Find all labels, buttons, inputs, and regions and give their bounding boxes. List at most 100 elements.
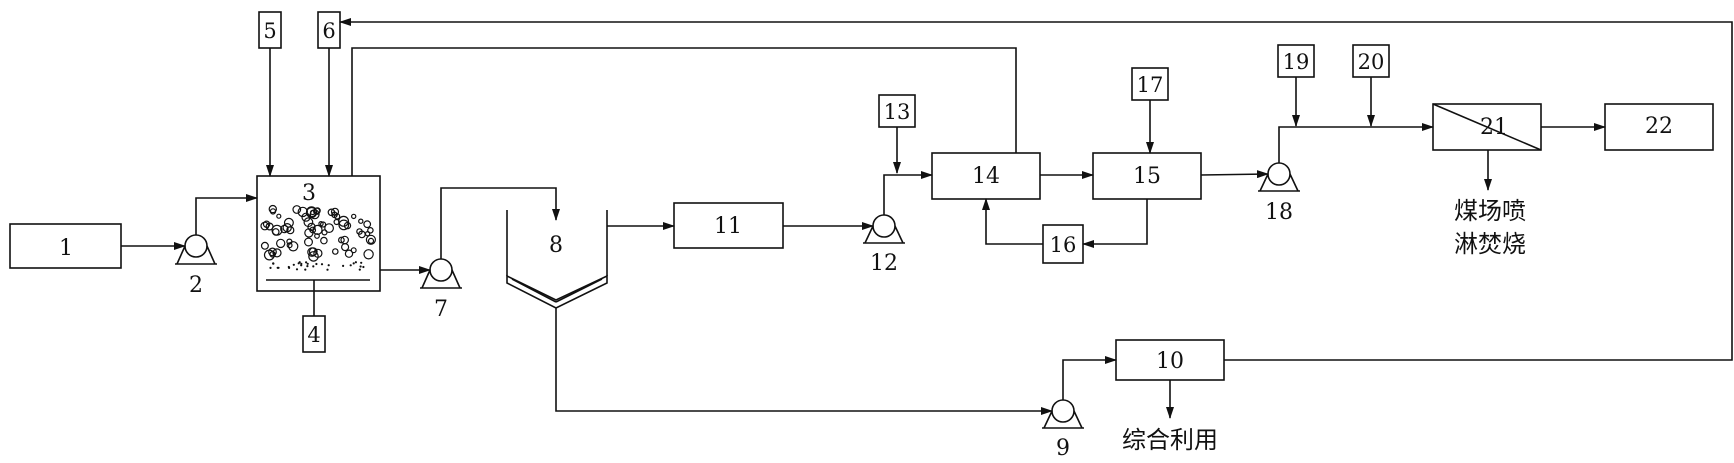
bubble: [338, 219, 350, 231]
tank-3-label: 3: [302, 181, 316, 206]
unit-5-label: 5: [263, 19, 276, 43]
bubble: [301, 212, 311, 222]
bubble: [272, 248, 282, 258]
unit-21-membrane-line: [1432, 103, 1542, 151]
sediment-dot: [292, 263, 295, 266]
unit-17-label: 17: [1137, 73, 1164, 97]
unit-10-label: 10: [1156, 349, 1184, 374]
sediment-dot: [304, 268, 307, 271]
settler-8: [506, 210, 608, 309]
bubble: [271, 228, 280, 236]
pump-7: [420, 258, 462, 289]
bubble: [263, 249, 275, 261]
sediment-dot: [342, 264, 345, 267]
sediment-dot: [300, 262, 303, 265]
bubble: [304, 237, 314, 247]
bubble: [260, 241, 269, 250]
bubble: [280, 224, 289, 234]
pump-12: [863, 214, 905, 244]
bubble: [338, 236, 345, 244]
sediment-dot: [315, 262, 318, 266]
coal-yard-text-line1: 煤场喷: [1454, 197, 1526, 225]
tank-3: [256, 175, 381, 292]
pump-18: [1258, 162, 1300, 192]
bubble: [308, 251, 319, 262]
bubble: [358, 218, 364, 224]
unit-19-box: [1277, 44, 1315, 78]
bubble: [364, 230, 371, 237]
bubble: [307, 222, 316, 232]
tank-3-bubbles: [260, 204, 376, 271]
bubble: [269, 208, 277, 215]
unit-17-box: [1131, 67, 1169, 101]
bubble: [288, 241, 299, 252]
coal-yard-text-line2: 淋焚烧: [1454, 230, 1526, 258]
bubble: [292, 205, 302, 214]
sediment-dot: [354, 261, 357, 264]
bubble: [314, 233, 320, 239]
sediment-dot: [312, 265, 315, 268]
unit-16-label: 16: [1050, 233, 1077, 257]
unit-15-label: 15: [1133, 164, 1161, 189]
bubble: [297, 206, 308, 218]
reuse-text: 综合利用: [1122, 426, 1218, 454]
sediment-dot: [269, 266, 272, 269]
bubble: [268, 247, 277, 257]
sediment-dot: [358, 268, 361, 271]
bubble: [320, 236, 328, 245]
unit-11-box: [673, 202, 784, 249]
unit-19-label: 19: [1283, 50, 1310, 74]
pump-9: [1042, 399, 1084, 429]
bubble: [331, 248, 339, 255]
unit-20-label: 20: [1358, 50, 1385, 74]
unit-11-label: 11: [714, 214, 742, 239]
bubble: [344, 249, 354, 258]
sediment-dot: [295, 268, 299, 271]
pump-2: [175, 234, 217, 265]
unit-13-label: 13: [884, 100, 911, 124]
bubble: [351, 213, 357, 220]
bubble: [265, 222, 274, 231]
bubble: [282, 222, 292, 233]
unit-21-label: 21: [1480, 115, 1508, 140]
sediment-dot: [305, 261, 308, 264]
sediment-dot: [359, 265, 362, 268]
sediment-dot: [360, 261, 363, 264]
unit-1-box: [9, 223, 122, 269]
sediment-dot: [320, 263, 324, 266]
bubble: [365, 234, 376, 245]
unit-16-box: [1042, 224, 1084, 264]
bubble: [307, 247, 317, 257]
bubble: [276, 213, 282, 219]
pump-12-label: 12: [870, 251, 898, 276]
sediment-dot: [352, 262, 355, 265]
sediment-dot: [349, 264, 352, 267]
bubble: [367, 237, 375, 244]
bubble: [260, 221, 270, 231]
pump-18-label: 18: [1265, 200, 1293, 225]
bubble: [324, 223, 335, 234]
bubble: [363, 249, 374, 260]
bubble: [338, 215, 350, 227]
sediment-dot: [327, 264, 330, 267]
sediment-dot: [306, 265, 309, 268]
bubble: [306, 206, 318, 218]
unit-22-label: 22: [1645, 114, 1673, 139]
bubble: [313, 207, 321, 215]
unit-22-box: [1604, 103, 1714, 151]
unit-1-label: 1: [59, 236, 73, 261]
sediment-dot: [297, 262, 300, 265]
bubble: [367, 227, 374, 234]
unit-14-label: 14: [972, 164, 1000, 189]
bubble: [276, 238, 286, 249]
pump-9-label: 9: [1056, 436, 1070, 461]
sediment-dot: [306, 262, 309, 265]
settler-8-label: 8: [549, 233, 563, 258]
sediment-dot: [272, 262, 275, 265]
unit-13-box: [878, 94, 916, 128]
bubble: [318, 220, 324, 227]
unit-6-label: 6: [322, 19, 335, 43]
bubble: [304, 228, 314, 238]
sediment-dot: [326, 268, 329, 271]
